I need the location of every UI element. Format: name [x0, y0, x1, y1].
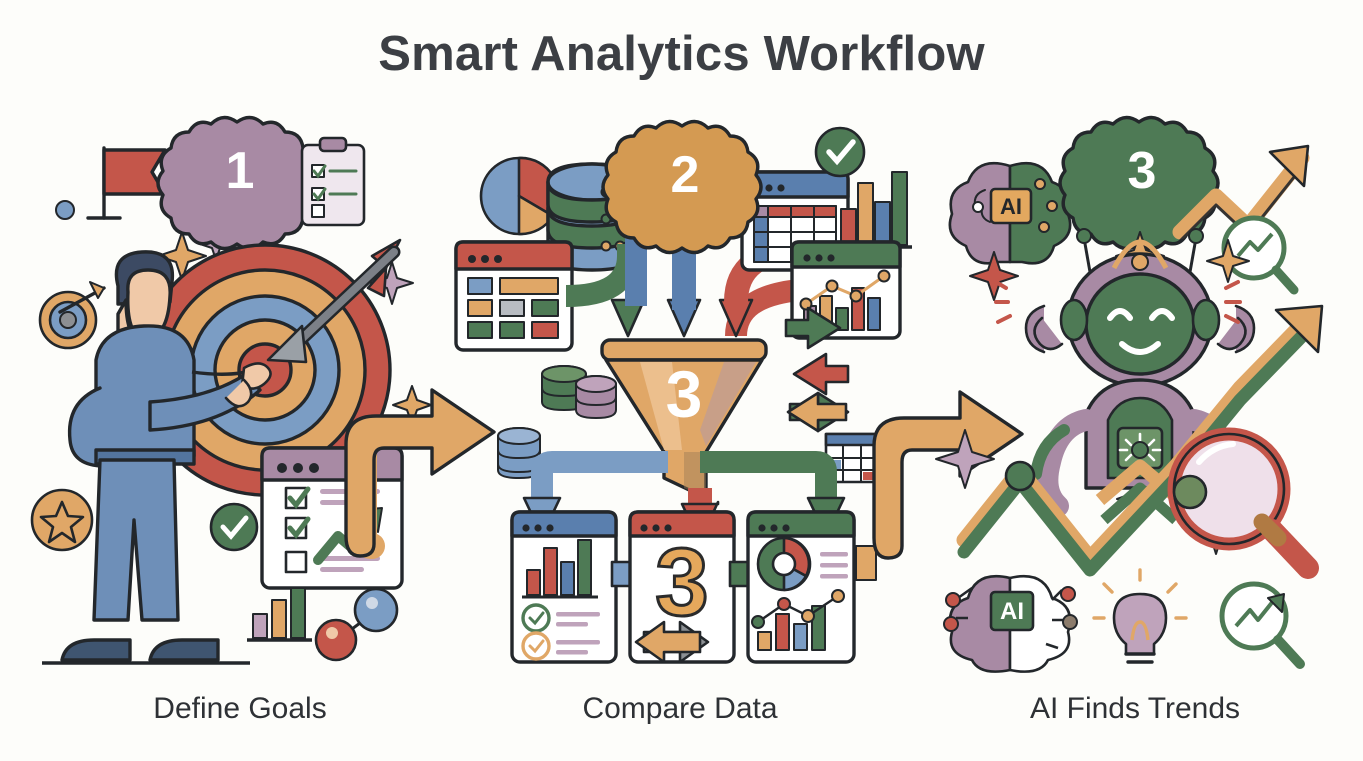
page-title: Smart Analytics Workflow — [378, 27, 985, 81]
chart-card — [790, 240, 902, 340]
checklist-browser-card — [260, 446, 404, 590]
magnifier-growth-icon — [1219, 581, 1305, 669]
connector-arrow-1-to-2 — [344, 388, 496, 559]
node-link-icon — [314, 587, 399, 662]
clipboard-checklist-icon — [300, 136, 366, 227]
arrow-hitting-bullseye-icon — [266, 238, 402, 364]
exchange-arrows-icon — [784, 306, 850, 433]
connector-arrow-2-to-3 — [872, 390, 1024, 560]
bar-chart-card — [510, 510, 618, 664]
step-label-define-goals: Define Goals — [153, 692, 327, 725]
mini-bar-chart-icon — [247, 587, 312, 642]
check-circle-icon — [814, 126, 866, 178]
cylinder-stack-icon — [497, 427, 541, 479]
lightbulb-idea-icon — [1092, 568, 1188, 664]
robot-icon — [994, 228, 1256, 525]
step-label-compare-data: Compare Data — [582, 692, 778, 725]
check-circle-icon — [209, 502, 259, 552]
step-label-ai-finds-trends: AI Finds Trends — [1029, 692, 1241, 725]
step-badge-2 — [601, 119, 763, 255]
coin-stack-icon — [541, 365, 617, 419]
star-badge-icon — [30, 488, 94, 552]
big-magnifier-icon — [1167, 427, 1319, 579]
zigzag-trend-line — [956, 304, 1324, 577]
number-card — [628, 510, 736, 664]
step-badge-1 — [156, 115, 318, 251]
ai-circuit-brain-icon — [943, 574, 1078, 673]
donut-scatter-card — [746, 510, 856, 664]
small-target-icon — [38, 281, 106, 350]
side-tab-icon — [855, 545, 877, 581]
person-presenter-icon — [42, 250, 272, 665]
spreadsheet-card — [454, 240, 574, 352]
trend-arrow-up-icon — [1172, 144, 1310, 243]
